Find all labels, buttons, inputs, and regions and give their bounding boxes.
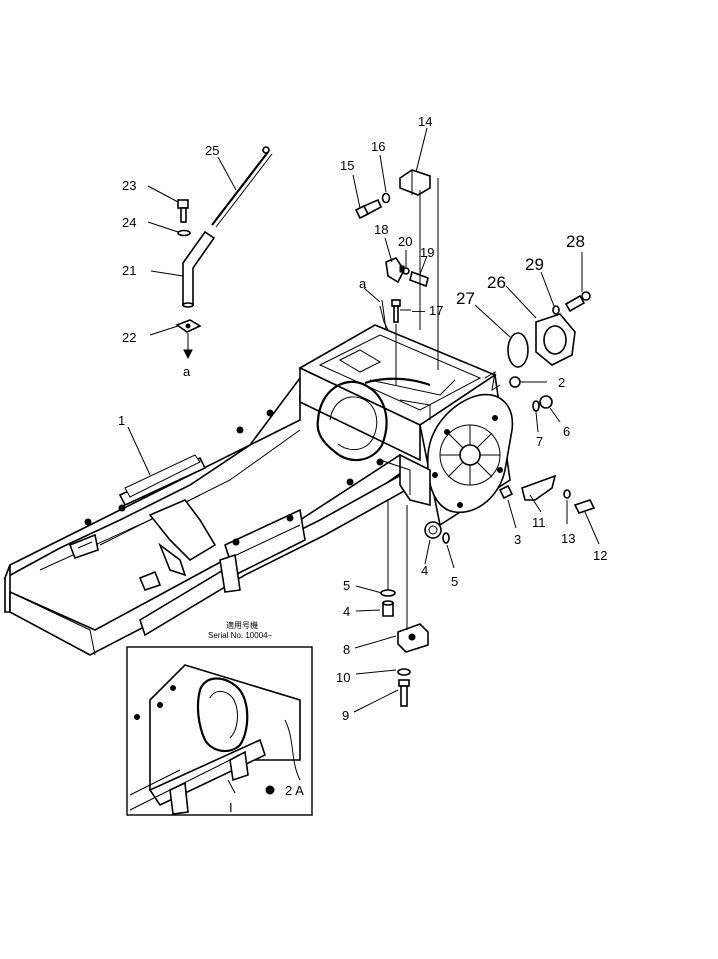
inset-caption: 適用号機 Serial No. 10004− — [208, 620, 273, 640]
callout-10: 10 — [336, 670, 350, 685]
main-frame — [3, 353, 416, 656]
reference-a-bottom: a — [183, 364, 191, 379]
callout-8: 8 — [343, 642, 350, 657]
callout-26: 26 — [487, 273, 506, 292]
inset-detail — [126, 646, 313, 816]
callout-20: 20 — [398, 234, 412, 249]
callout-9: 9 — [342, 708, 349, 723]
callout-2A: 2 A — [285, 783, 304, 798]
callout-13: 13 — [561, 531, 575, 546]
callout-5: 5 — [451, 574, 458, 589]
drain-parts — [380, 500, 429, 707]
callout-25: 25 — [205, 143, 219, 158]
reference-a-top: a — [359, 276, 367, 291]
callout-5-lower: 5 — [343, 578, 350, 593]
callout-28: 28 — [566, 232, 585, 251]
callout-12: 12 — [593, 548, 607, 563]
callout-3: 3 — [514, 532, 521, 547]
callout-29: 29 — [525, 255, 544, 274]
applicable-serial-label: 適用号機 — [226, 620, 258, 630]
serial-number-text: Serial No. 10004− — [208, 631, 273, 640]
callout-labels: 1 2 3 4 4 5 5 6 7 8 9 10 11 12 13 14 15 … — [118, 114, 607, 815]
callout-4-lower: 4 — [343, 604, 350, 619]
callout-21: 21 — [122, 263, 136, 278]
transmission-housing — [298, 324, 514, 527]
callout-23: 23 — [122, 178, 136, 193]
callout-1: 1 — [118, 413, 125, 428]
callout-4: 4 — [421, 563, 428, 578]
callout-14: 14 — [418, 114, 432, 129]
callout-22: 22 — [122, 330, 136, 345]
callout-24: 24 — [122, 215, 136, 230]
callout-19: 19 — [420, 245, 434, 260]
dipstick-assembly — [175, 146, 273, 360]
callout-18: 18 — [374, 222, 388, 237]
callout-17: 17 — [429, 303, 443, 318]
callout-11: 11 — [532, 515, 546, 530]
callout-2: 2 — [558, 375, 565, 390]
leader-lines — [127, 127, 600, 713]
callout-15: 15 — [340, 158, 354, 173]
callout-7: 7 — [536, 434, 543, 449]
callout-27: 27 — [456, 289, 475, 308]
right-side-parts — [424, 291, 596, 544]
callout-I: I — [229, 800, 233, 815]
callout-6: 6 — [563, 424, 570, 439]
callout-17-dash: — — [412, 303, 425, 318]
callout-16: 16 — [371, 139, 385, 154]
